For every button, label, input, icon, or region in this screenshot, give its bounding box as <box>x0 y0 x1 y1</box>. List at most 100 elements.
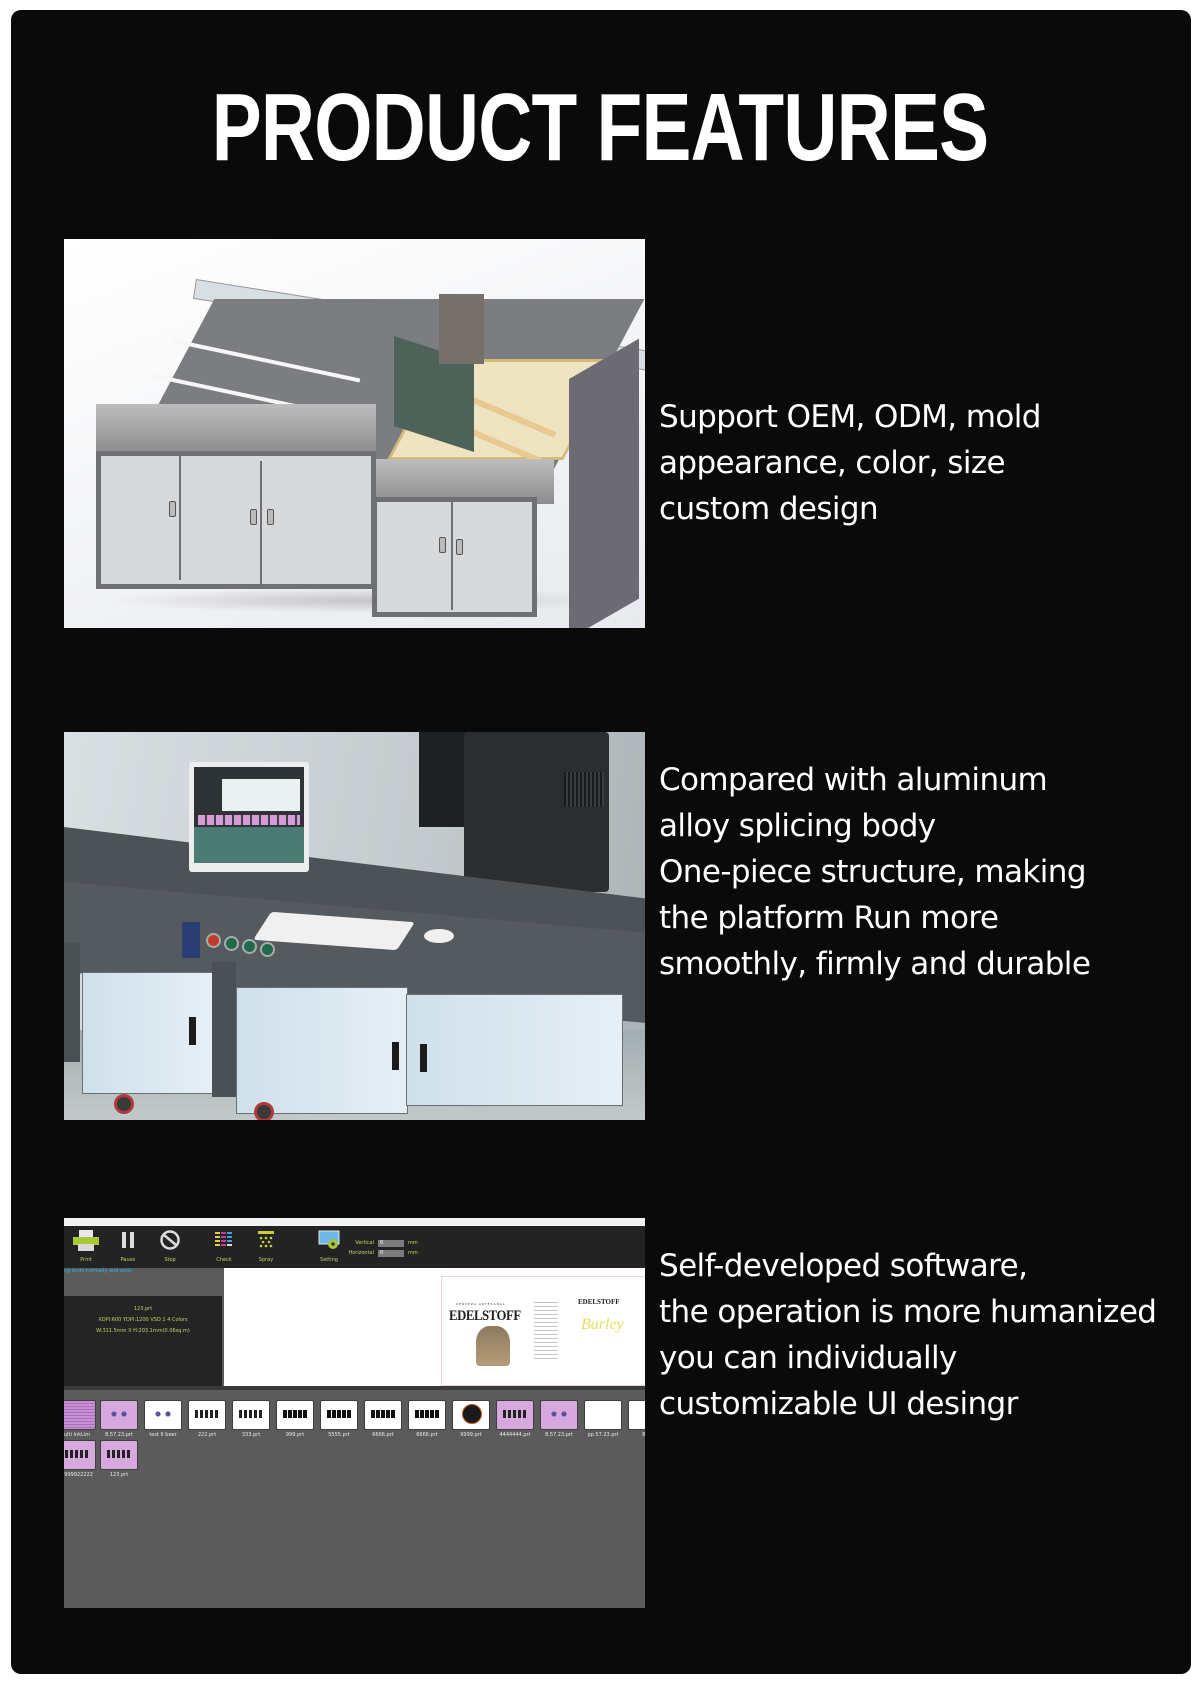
feature-line: the platform Run more <box>659 900 999 936</box>
thumbnail-item[interactable]: 898 <box>628 1400 645 1439</box>
vent-grill <box>564 772 604 807</box>
file-resolution: XDPI:600 YDPI:1200 VSD:1 4 Colors <box>98 1317 188 1323</box>
thumbnail-item[interactable]: 222.prt <box>188 1400 226 1439</box>
door-handle <box>420 1044 427 1072</box>
cabinet-door <box>406 994 623 1106</box>
vertical-label: Vertical <box>355 1240 374 1246</box>
feature-3-image: Print Pause Stop Check <box>64 1218 645 1608</box>
tool-label: Check <box>216 1257 232 1263</box>
toolbar: Print Pause Stop Check <box>64 1226 645 1268</box>
file-name: 123.prt <box>133 1306 153 1312</box>
thumbnail-caption: 999.prt <box>285 1432 305 1438</box>
page-title: PRODUCT FEATURES <box>211 74 989 181</box>
caster-wheel <box>254 1102 274 1120</box>
door-handle <box>456 539 463 555</box>
setting-button[interactable]: Setting <box>309 1228 349 1264</box>
print-button[interactable]: Print <box>66 1228 106 1264</box>
frame <box>64 942 80 1062</box>
thumbnail-caption: 898 <box>642 1432 645 1438</box>
pause-icon <box>113 1228 143 1253</box>
door-handle <box>392 1042 399 1070</box>
thumbnail-caption: test 6 beer <box>149 1432 177 1438</box>
green-button <box>224 936 239 951</box>
printer-icon <box>71 1228 101 1253</box>
thumbnail-item[interactable]: ulti InkLim <box>64 1400 96 1439</box>
thumbnail-item[interactable]: pp.57.23.prt <box>584 1400 622 1439</box>
print-head-carriage <box>439 294 484 364</box>
tool-label: Setting <box>320 1257 338 1263</box>
frame <box>212 962 236 1097</box>
feature-2-text: Compared with aluminum alloy splicing bo… <box>659 757 1091 987</box>
screen-bottom <box>194 827 304 863</box>
thumbnail-caption: 8.57.23.prt <box>105 1432 133 1438</box>
door-handle <box>250 509 257 525</box>
thumbnail-item[interactable]: 5555.prt <box>320 1400 358 1439</box>
label-text-column <box>534 1302 558 1362</box>
thumbnail-image <box>188 1400 226 1430</box>
panel-divider <box>222 1268 224 1386</box>
thumbnail-item[interactable]: 6666.prt <box>364 1400 402 1439</box>
thumbnail-image <box>540 1400 578 1430</box>
door-divider <box>260 461 262 585</box>
feature-line: alloy splicing body <box>659 808 936 844</box>
thumbnail-image <box>64 1400 96 1430</box>
door-handle <box>169 501 176 517</box>
thumbnail-item[interactable]: 333.prt <box>232 1400 270 1439</box>
thumbnail-item[interactable]: 123.prt <box>100 1440 138 1479</box>
label-subtitle: CERVEZA ARTESANAL <box>456 1302 506 1306</box>
thumbnail-item[interactable]: test 6 beer <box>144 1400 182 1439</box>
printer-unit <box>464 732 609 892</box>
tool-label: Spray <box>258 1257 274 1263</box>
label-script: Barley <box>581 1316 624 1333</box>
stop-button[interactable]: Stop <box>150 1228 190 1264</box>
feature-1-image <box>64 239 645 628</box>
feature-line: customizable UI desingr <box>659 1386 1018 1422</box>
horizontal-input[interactable]: 0 <box>378 1249 404 1257</box>
spray-icon <box>251 1228 281 1253</box>
side-panel <box>569 338 639 628</box>
thumbnail-caption: 9999.prt <box>460 1432 482 1438</box>
thumbnail-caption: 123.prt <box>109 1472 129 1478</box>
thumbnail-item[interactable]: 9999.prt <box>452 1400 490 1439</box>
thumbnail-caption: 8.57.23.prt <box>545 1432 573 1438</box>
pause-button[interactable]: Pause <box>108 1228 148 1264</box>
mouse <box>424 929 454 943</box>
thumbnail-item[interactable]: 8.57.23.prt <box>540 1400 578 1439</box>
print-preview <box>224 1268 645 1386</box>
touch-monitor <box>189 762 309 872</box>
horizontal-label: Horizontal <box>348 1250 374 1256</box>
green-button <box>242 939 257 954</box>
door-handle <box>267 509 274 525</box>
thumbnail-image <box>100 1440 138 1470</box>
thumbnail-caption: 222.prt <box>197 1432 217 1438</box>
thumbnail-item[interactable]: 4444444.prt <box>496 1400 534 1439</box>
vertical-input[interactable]: 0 <box>378 1239 404 1247</box>
file-info-panel: 123.prt XDPI:600 YDPI:1200 VSD:1 4 Color… <box>64 1296 222 1386</box>
thumbnail-image <box>144 1400 182 1430</box>
thumbnail-item[interactable]: 8.57.23.prt <box>100 1400 138 1439</box>
left-cabinet <box>96 451 376 589</box>
door-divider <box>451 502 453 610</box>
thumbnail-caption: 4444444.prt <box>499 1432 531 1438</box>
status-area <box>64 1268 222 1296</box>
feature-line: Support OEM, ODM, mold <box>659 399 1041 435</box>
tool-label: Pause <box>120 1257 136 1263</box>
thumbnail-item[interactable]: 9999922222 <box>64 1440 96 1479</box>
check-button[interactable]: Check <box>204 1228 244 1264</box>
label-brand: EDELSTOFF <box>449 1308 521 1324</box>
setting-icon <box>314 1228 344 1253</box>
thumbnail-caption: 6666.prt <box>416 1432 438 1438</box>
thumbnail-item[interactable]: 6666.prt <box>408 1400 446 1439</box>
shadow <box>104 588 624 613</box>
spray-button[interactable]: Spray <box>246 1228 286 1264</box>
door-handle <box>189 1017 196 1045</box>
thumbnail-item[interactable]: 999.prt <box>276 1400 314 1439</box>
thumbnail-image <box>320 1400 358 1430</box>
file-size: W:311.5mm X H:203.1mm(0.06sq.m) <box>96 1328 190 1334</box>
stop-icon <box>155 1228 185 1253</box>
feature-2-image <box>64 732 645 1120</box>
box-dieline <box>441 1276 645 1386</box>
emergency-stop-button <box>206 933 221 948</box>
monitor-screen <box>194 767 304 863</box>
thumbnail-image <box>584 1400 622 1430</box>
